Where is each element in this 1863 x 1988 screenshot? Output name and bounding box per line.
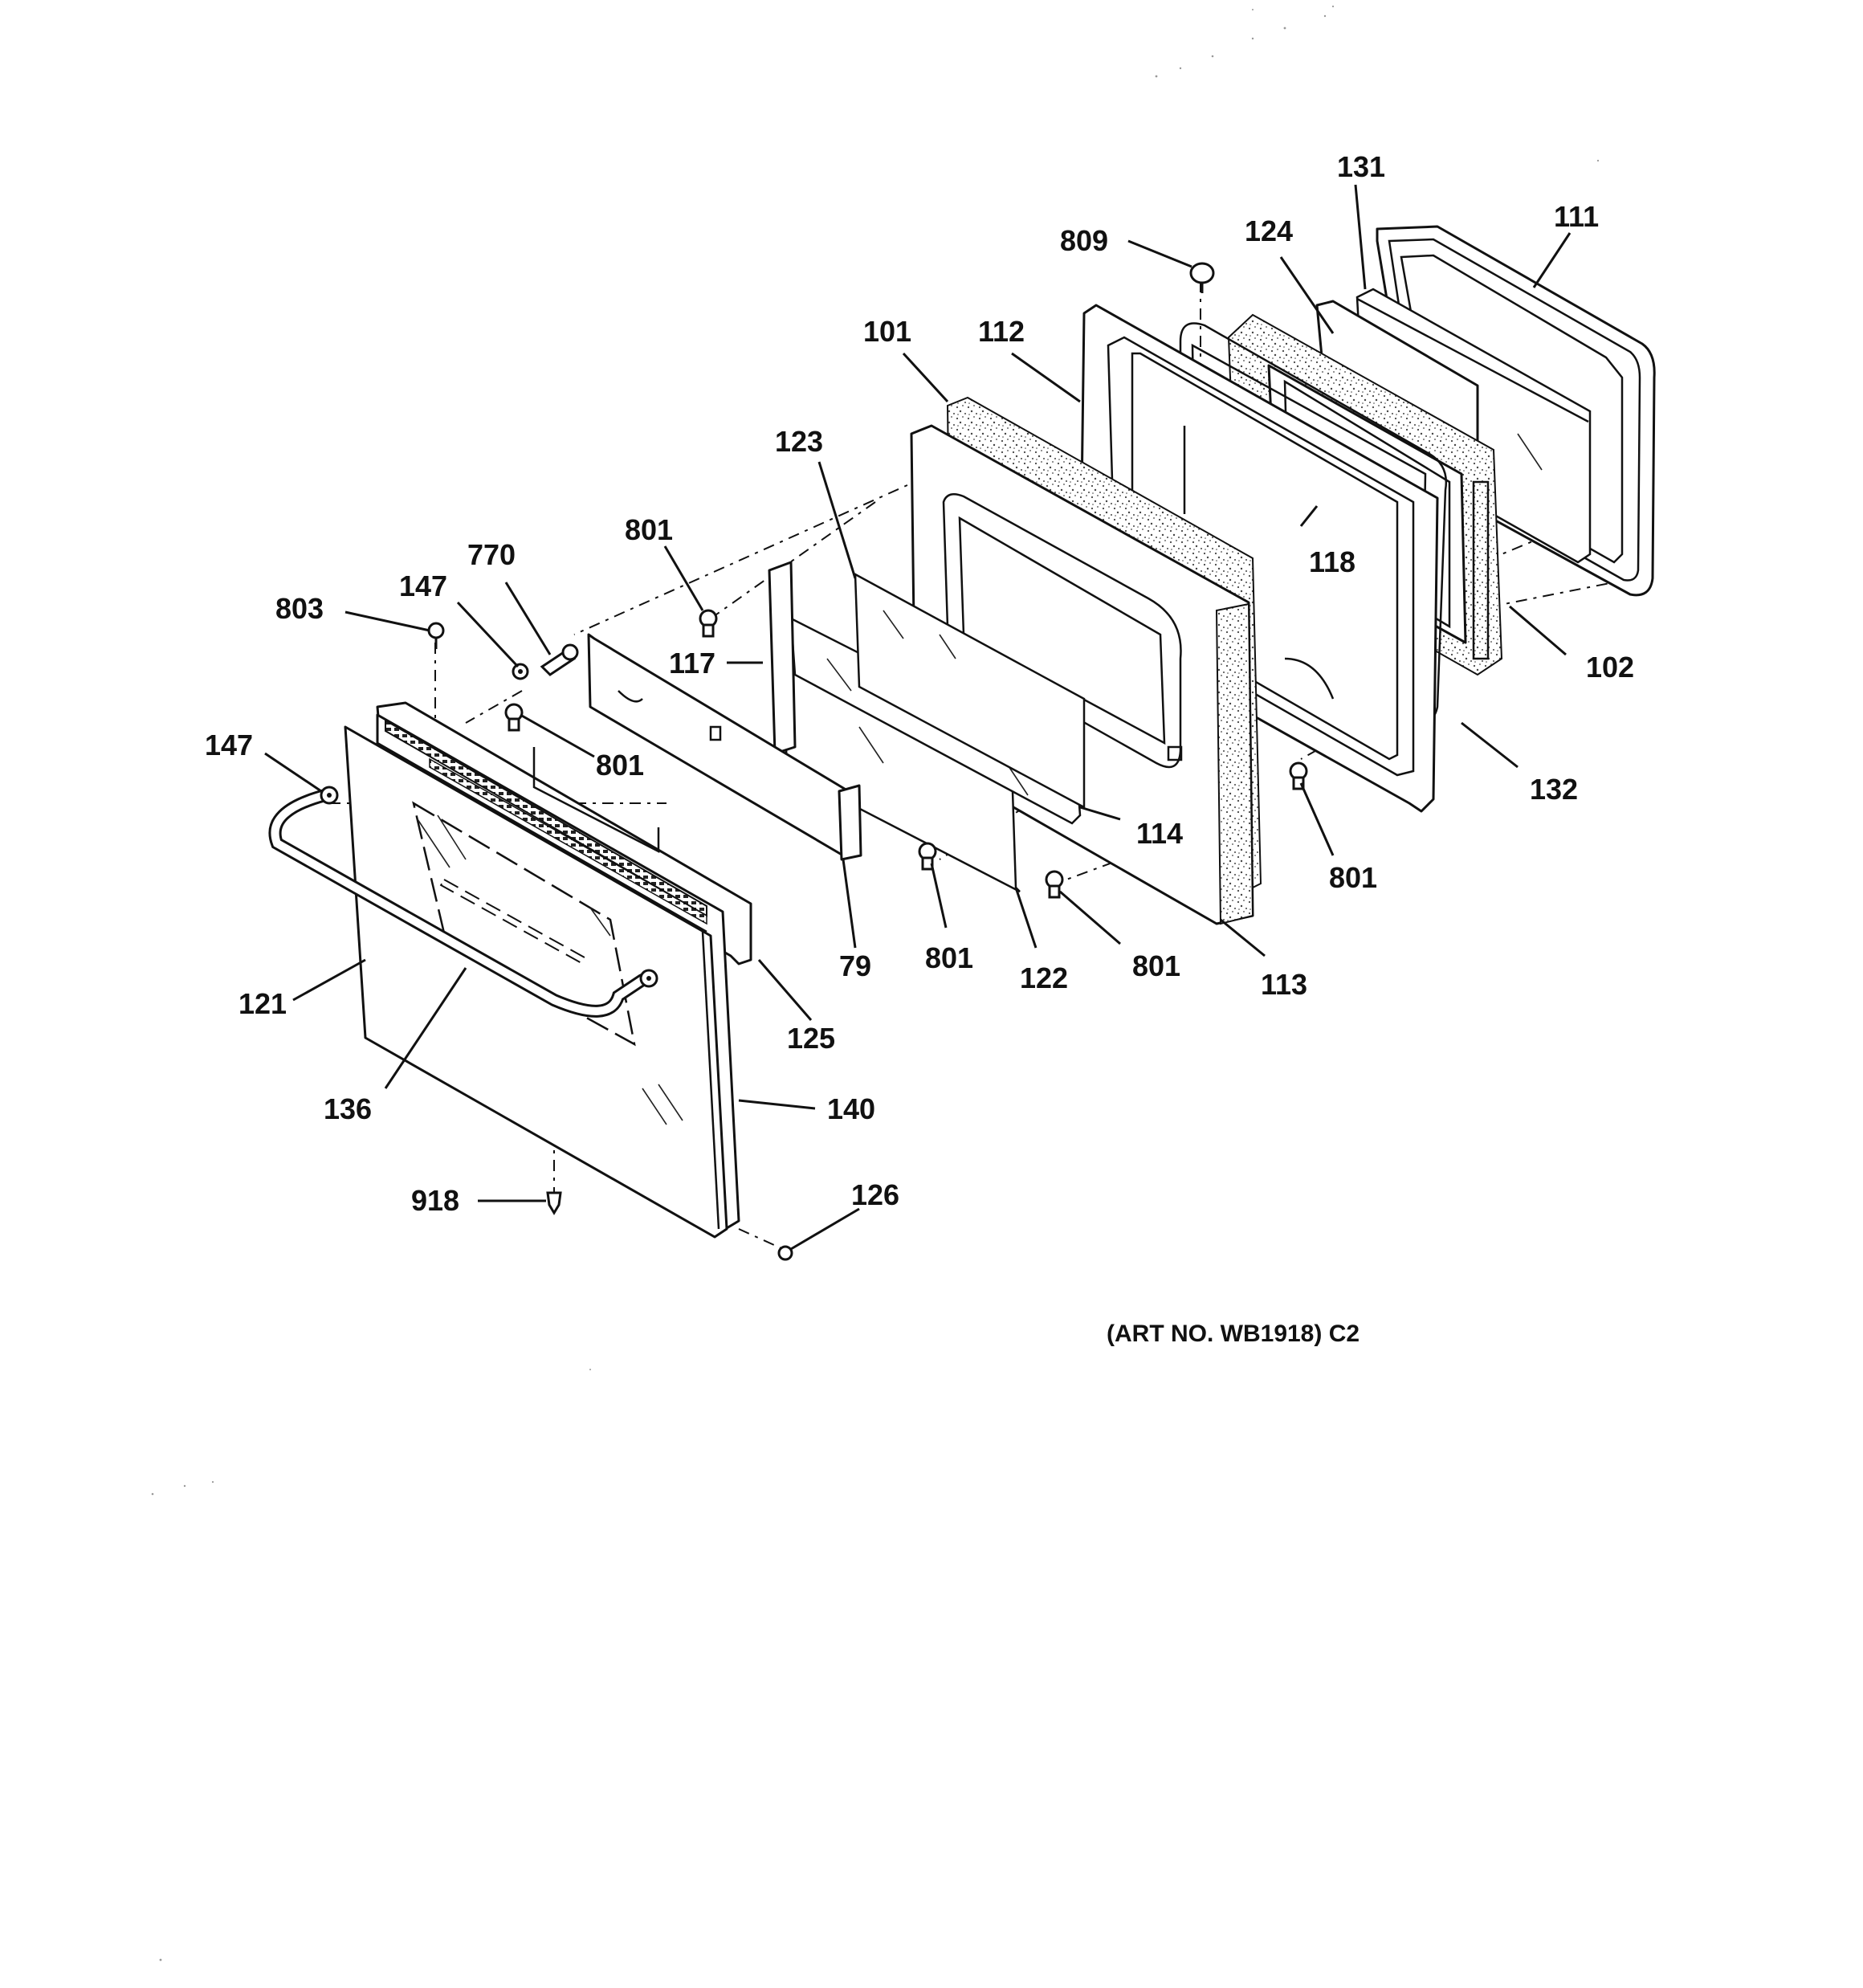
label-136: 136 (324, 1092, 372, 1125)
fasteners (320, 262, 1308, 1261)
label-79: 79 (839, 949, 871, 982)
part-136-handle (268, 789, 649, 1018)
screw-803 (427, 622, 445, 649)
screw-801-upper-left (699, 609, 718, 638)
label-801-upper: 801 (625, 513, 673, 546)
part-117-retainer (768, 561, 797, 755)
label-122: 122 (1020, 961, 1068, 994)
label-809: 809 (1060, 224, 1108, 257)
label-124: 124 (1245, 214, 1293, 247)
part-113-inner-door-panel (910, 424, 1254, 925)
label-132: 132 (1530, 773, 1578, 806)
label-803: 803 (275, 592, 324, 625)
screw-809 (1189, 262, 1215, 293)
label-131: 131 (1337, 150, 1385, 183)
label-123: 123 (775, 425, 823, 458)
washer-147-left (320, 786, 339, 805)
fastener-918 (546, 1191, 562, 1215)
label-114: 114 (1136, 817, 1183, 850)
bolt-770 (540, 643, 579, 676)
label-102: 102 (1586, 651, 1634, 684)
leader-lines (264, 184, 1572, 1251)
label-801-right: 801 (1329, 861, 1377, 894)
part-labels: 131 111 809 124 101 112 123 118 801 770 … (205, 150, 1634, 1347)
label-112: 112 (978, 315, 1025, 348)
label-101: 101 (863, 315, 911, 348)
screw-801-left (504, 703, 524, 732)
label-113: 113 (1261, 968, 1307, 1001)
label-770: 770 (467, 538, 516, 571)
label-125: 125 (787, 1022, 835, 1055)
label-801-lower-middle: 801 (925, 941, 973, 974)
label-147-left: 147 (205, 729, 253, 761)
label-147-upper: 147 (399, 569, 447, 602)
label-801-left: 801 (596, 749, 644, 782)
washer-147-upper (512, 663, 529, 680)
scan-noise (151, 5, 1600, 1961)
screw-801-lower-right (1045, 870, 1064, 899)
part-121-door-glass (344, 725, 728, 1239)
washer-147-right (639, 969, 658, 988)
label-117: 117 (669, 647, 715, 680)
label-140: 140 (827, 1092, 875, 1125)
screw-801-lower-middle (918, 842, 937, 871)
label-126: 126 (851, 1178, 899, 1211)
part-79-hinge-bracket (587, 633, 862, 861)
label-801-lower-right: 801 (1132, 949, 1180, 982)
label-918: 918 (411, 1184, 459, 1217)
art-number: (ART NO. WB1918) C2 (1107, 1321, 1360, 1347)
label-121: 121 (238, 987, 287, 1020)
screw-801-right (1289, 761, 1308, 790)
label-118: 118 (1309, 545, 1355, 578)
bumper-126 (777, 1245, 793, 1261)
label-111: 111 (1554, 200, 1599, 233)
